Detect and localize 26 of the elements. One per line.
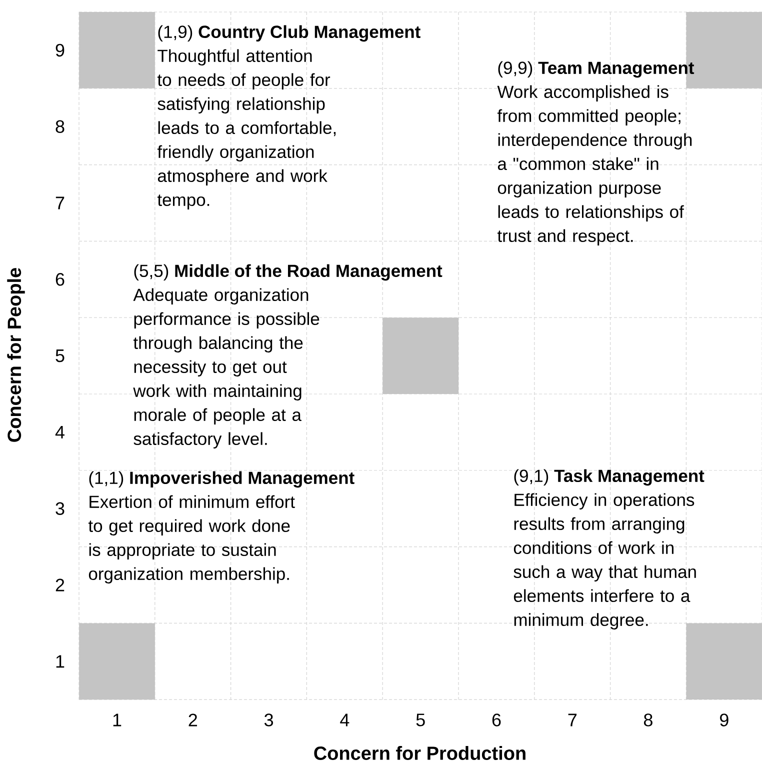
tick-label: 2 xyxy=(188,714,197,726)
tick-label: 3 xyxy=(56,502,64,515)
style-heading: (1,1) Impoverished Management xyxy=(89,471,354,488)
style-heading: (9,1) Task Management xyxy=(514,469,704,486)
tick-label: 5 xyxy=(56,350,64,362)
tick-label: 5 xyxy=(416,714,425,726)
description-text: Adequate organization performance is possible through balancing the necessity to get out work with maintaining morale of people at a satisfactory level. xyxy=(133,288,320,449)
axis-title: Concern for Production xyxy=(314,746,526,760)
tick-label: 7 xyxy=(568,714,576,726)
tick-label: 6 xyxy=(492,714,501,726)
tick-label: 2 xyxy=(56,578,64,592)
tick-label: 4 xyxy=(340,714,350,726)
description-text: Work accomplished is from committed people; interdependence through a "common stake" in organization purpose leads to relationships of trust and respect. xyxy=(497,85,692,246)
shaded-square xyxy=(79,623,155,700)
tick-label: 6 xyxy=(56,273,64,286)
tick-label: 4 xyxy=(55,426,64,438)
axis-title: Concern for People xyxy=(7,268,25,442)
tick-label: 8 xyxy=(56,120,64,133)
style-heading: (9,9) Team Management xyxy=(498,61,694,78)
description-text: Efficiency in operations results from arranging conditions of work in such a way that human elements interfere to a minimum degree. xyxy=(514,493,696,630)
tick-label: 3 xyxy=(264,714,274,726)
shaded-square xyxy=(382,318,459,394)
description-text: Thoughtful attention to needs of people for satisfying relationship leads to a comfortable, friendly organization atmosphere and work tempo. xyxy=(157,49,336,210)
shaded-square xyxy=(79,12,155,88)
tick-label: 8 xyxy=(644,714,652,726)
tick-label: 7 xyxy=(56,196,64,210)
